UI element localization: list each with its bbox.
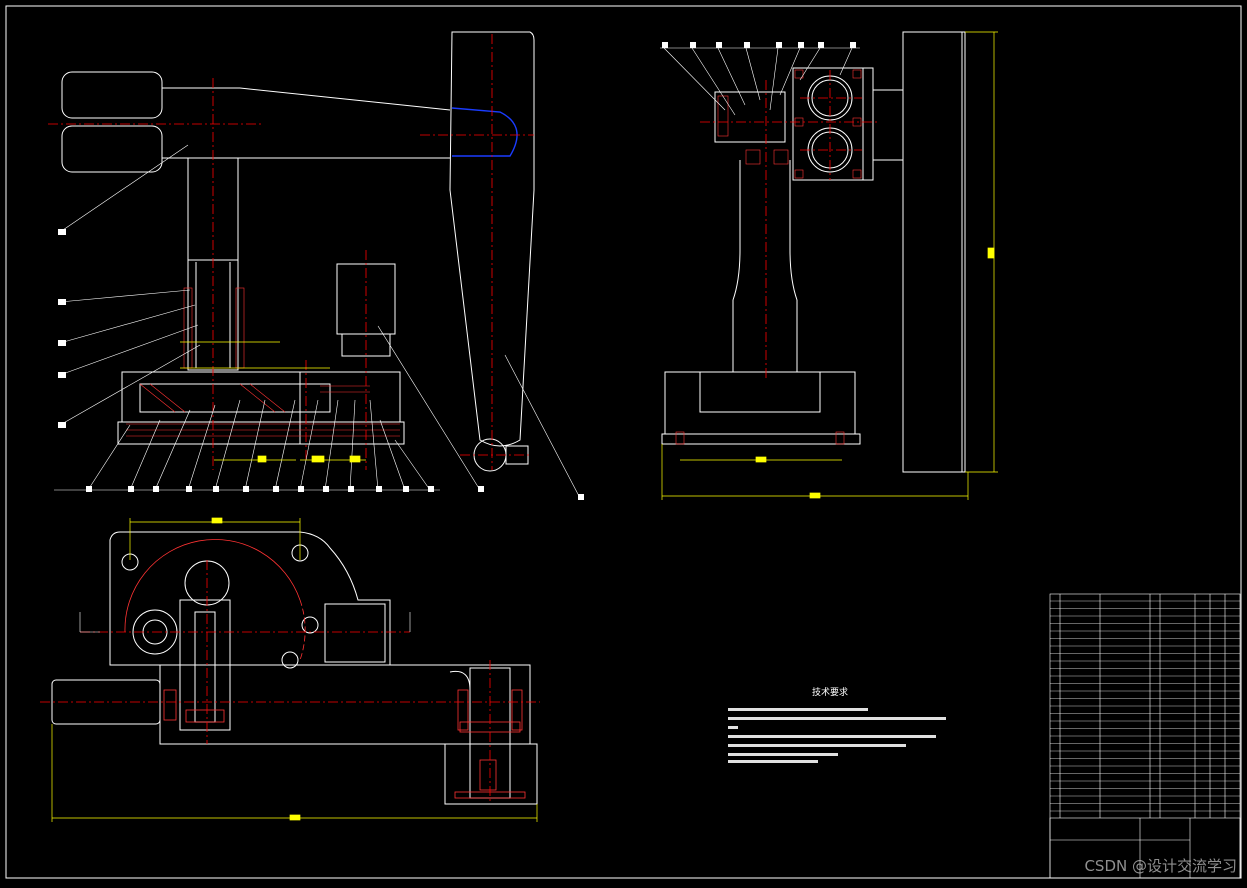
section-markers <box>79 612 411 633</box>
side-view-leaders <box>660 47 860 116</box>
top-view <box>51 531 538 805</box>
side-view-centerlines <box>700 70 880 380</box>
front-view <box>61 31 535 472</box>
top-view-dimensions <box>51 517 538 822</box>
side-view-balloons <box>662 42 856 48</box>
watermark: CSDN @设计交流学习 <box>1084 857 1237 875</box>
front-view-leaders <box>54 144 581 499</box>
hidden-cam-outline <box>451 107 518 157</box>
front-view-dimensions <box>180 341 366 463</box>
front-view-centerlines <box>48 34 534 470</box>
front-view-balloons <box>58 229 584 500</box>
top-view-centerlines <box>40 560 540 804</box>
sheet-border <box>5 5 1242 879</box>
technical-requirements-title: 技术要求 <box>812 688 849 698</box>
top-view-hatch <box>124 539 526 799</box>
front-view-hatch <box>126 287 400 437</box>
technical-notes-lines <box>728 708 946 763</box>
side-view-dimensions <box>661 31 998 500</box>
parts-list-rows <box>1050 600 1240 812</box>
